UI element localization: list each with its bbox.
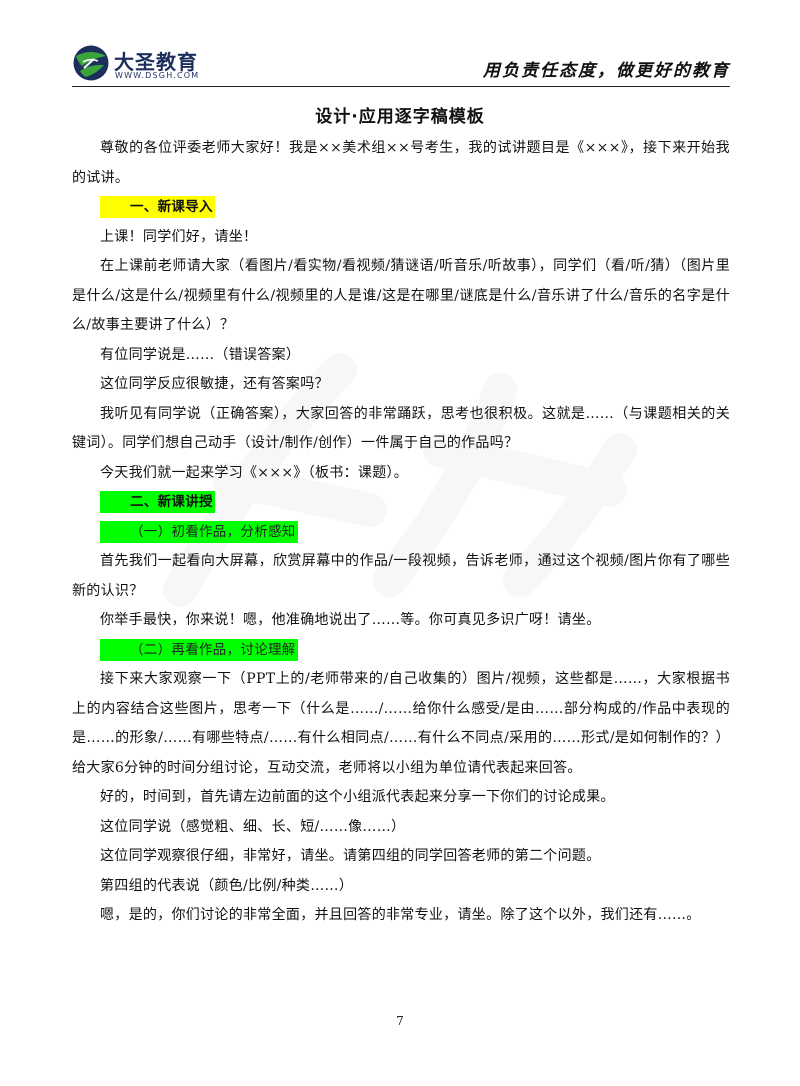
page-header: 大圣教育 WWW.DSGH.COM 用负责任态度，做更好的教育 (72, 42, 730, 86)
paragraph: 今天我们就一起来学习《×××》（板书：课题）。 (100, 464, 409, 481)
paragraph: 好的，时间到，首先请左边前面的这个小组派代表起来分享一下你们的讨论成果。 (100, 789, 615, 805)
logo-url: WWW.DSGH.COM (115, 71, 200, 80)
paragraph: 这位同学观察很仔细，非常好，请坐。请第四组的同学回答老师的第二个问题。 (100, 848, 601, 864)
paragraph: 第四组的代表说（颜色/比例/种类……） (100, 877, 354, 894)
paragraph: 上课！同学们好，请坐！ (100, 228, 258, 245)
paragraph: 这位同学反应很敏捷，还有答案吗？ (100, 376, 329, 392)
logo-name: 大圣教育 (114, 50, 198, 74)
logo-globe-icon (73, 45, 109, 81)
paragraph: 嗯，是的，你们讨论的非常全面，并且回答的非常专业，请坐。除了这个以外，我们还有…… (100, 907, 701, 923)
paragraph: 这位同学说（感觉粗、细、长、短/……像……） (100, 818, 406, 835)
subsection-heading-text: （一）初看作品，分析感知 (100, 520, 298, 543)
paragraph: 我听见有同学说（正确答案），大家回答的非常踊跃，思考也很积极。这就是……（与课题… (72, 405, 730, 452)
header-slogan: 用负责任态度，做更好的教育 (483, 61, 730, 81)
section-heading-text: 二、新课讲授 (100, 491, 215, 513)
subsection-heading: （二）再看作品，讨论理解 (72, 636, 730, 666)
section-heading-text: 一、新课导入 (100, 196, 215, 218)
page-number: 7 (396, 1014, 404, 1028)
paragraph: 在上课前老师请大家（看图片/看实物/看视频/猜谜语/听音乐/听故事），同学们（看… (72, 258, 730, 333)
paragraph: 接下来大家观察一下（PPT上的/老师带来的/自己收集的）图片/视频，这些都是……… (72, 671, 730, 776)
paragraph-intro: 尊敬的各位评委老师大家好！我是××美术组××号考生，我的试讲题目是《×××》，接… (72, 140, 730, 186)
logo: 大圣教育 WWW.DSGH.COM (72, 44, 198, 84)
section-heading: 一、新课导入 (72, 193, 730, 223)
subsection-heading-text: （二）再看作品，讨论理解 (100, 638, 298, 661)
section-heading: 二、新课讲授 (72, 488, 730, 518)
subsection-heading: （一）初看作品，分析感知 (72, 518, 730, 548)
document-body: 尊敬的各位评委老师大家好！我是××美术组××号考生，我的试讲题目是《×××》，接… (72, 134, 730, 931)
paragraph: 有位同学说是……（错误答案） (100, 346, 301, 363)
page-title: 设计·应用逐字稿模板 (315, 107, 485, 127)
header-divider (72, 86, 730, 87)
paragraph: 首先我们一起看向大屏幕，欣赏屏幕中的作品/一段视频，告诉老师，通过这个视频/图片… (72, 553, 730, 599)
paragraph: 你举手最快，你来说！嗯，他准确地说出了……等。你可真见多识广呀！请坐。 (100, 612, 601, 628)
